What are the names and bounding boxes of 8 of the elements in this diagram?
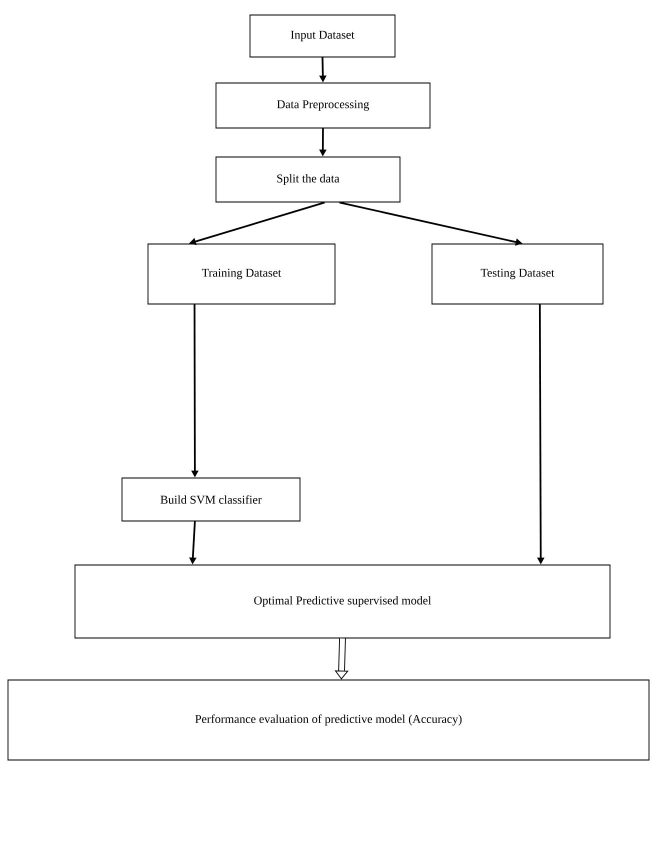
process-box: Split the data [216, 156, 400, 202]
process-box: Training Dataset [148, 244, 336, 304]
process-box: Performance evaluation of predictive model (Accuracy) [8, 680, 650, 760]
process-box: Testing Dataset [432, 244, 604, 304]
process-box: Build SVM classifier [122, 478, 300, 522]
process-box: Data Preprocessing [216, 82, 430, 128]
process-box: Input Dataset [250, 14, 396, 58]
process-box: Optimal Predictive supervised model [74, 564, 610, 638]
